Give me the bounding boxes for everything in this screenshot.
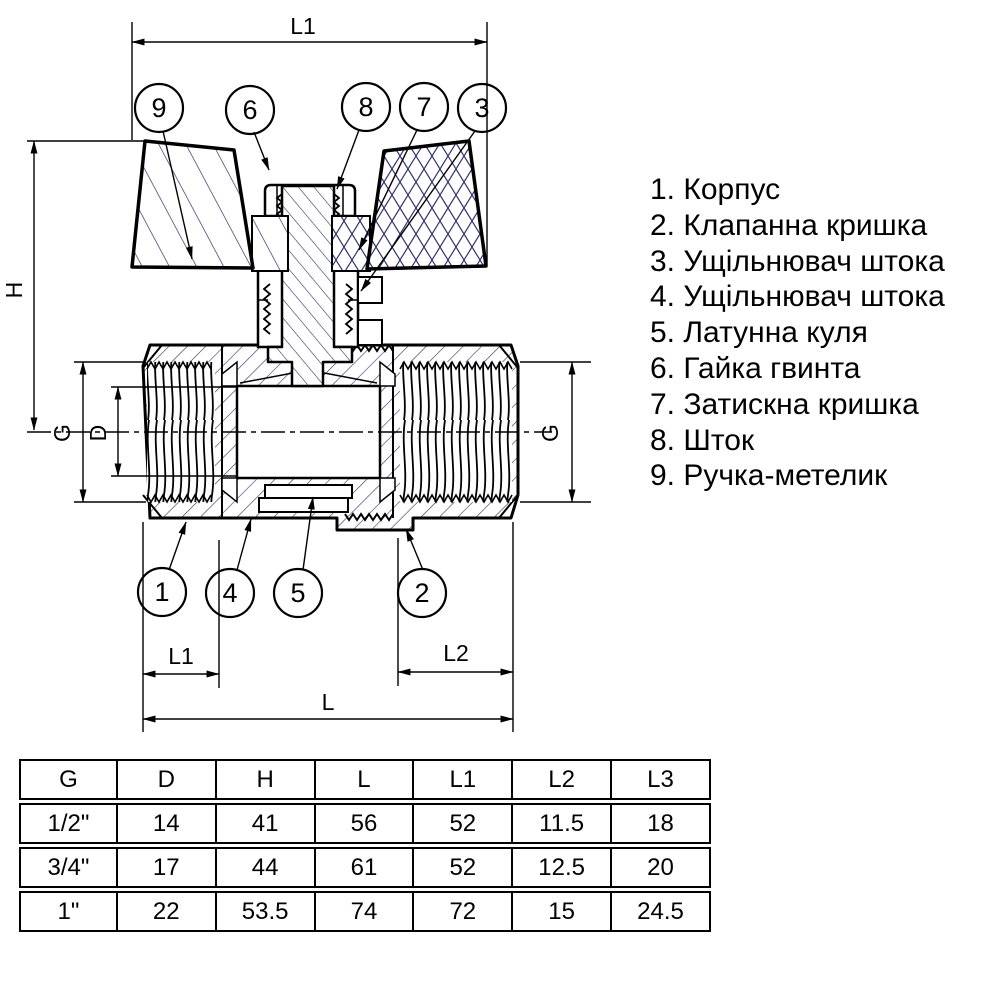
ball-bottom-plug [264, 484, 353, 499]
table-cell: 61 [315, 847, 415, 888]
table-cell: 3/4" [19, 847, 118, 888]
table-cell: 52 [414, 847, 514, 888]
dimension-lines [27, 22, 591, 732]
table-header-cell: H [216, 759, 316, 800]
parts-list-item: 6. Гайка гвинта [650, 351, 861, 385]
table-cell: 15 [513, 891, 613, 932]
parts-list-item: 1. Корпус [650, 173, 781, 206]
dim-label-g-right: G [537, 424, 563, 442]
table-header-row: G D H L L1 L2 L3 [19, 759, 711, 800]
table-cell: 53.5 [216, 891, 316, 932]
table-header-cell: L1 [414, 759, 514, 800]
parts-list-item: 8. Шток [650, 423, 755, 457]
table-row: 1/2" 14 41 56 52 11.5 18 [19, 803, 711, 844]
leader-3 [360, 130, 476, 292]
callout-numbers: 9 6 8 7 3 1 4 5 2 [151, 92, 489, 608]
parts-list-item: 2. Клапанна кришка [650, 208, 928, 242]
table-row: 3/4" 17 44 61 52 12.5 20 [19, 847, 711, 888]
stem-seal-left [262, 283, 272, 335]
callout-1: 1 [154, 577, 169, 607]
table-cell: 12.5 [513, 847, 613, 888]
table-cell: 14 [117, 803, 217, 844]
parts-list-item: 7. Затискна кришка [650, 387, 919, 421]
dim-label-l2: L2 [443, 640, 469, 666]
callout-circle-5 [272, 567, 324, 619]
leader-9 [162, 130, 193, 260]
callout-circle-9 [133, 82, 185, 134]
dim-label-d: D [85, 425, 111, 442]
leader-8 [336, 129, 360, 190]
callout-7: 7 [416, 92, 431, 122]
callout-5: 5 [290, 578, 305, 608]
bonnet-ledge [357, 319, 383, 346]
handle-left-wing [130, 139, 255, 270]
callout-circle-3 [456, 82, 508, 134]
table-cell: 44 [216, 847, 316, 888]
callout-circle-8 [340, 81, 392, 133]
dim-label-h: H [1, 282, 27, 299]
table-cell: 24.5 [612, 891, 711, 932]
leader-lines [162, 129, 476, 571]
dim-label-l: L [322, 689, 335, 715]
table-cell: 18 [612, 803, 711, 844]
leader-7 [358, 129, 418, 251]
table-cell: 20 [612, 847, 711, 888]
table-cell: 1/2" [19, 803, 118, 844]
callout-circle-4 [204, 567, 256, 619]
leader-2 [405, 528, 424, 571]
dim-label-l1-bottom: L1 [168, 643, 194, 669]
callout-circle-7 [398, 81, 450, 133]
leader-5 [302, 496, 315, 571]
dimensions-table: G D H L L1 L2 L3 1/2" 14 41 56 52 11.5 1… [19, 756, 711, 935]
dim-label-top-l1: L1 [290, 13, 316, 39]
table-cell: 22 [117, 891, 217, 932]
table-header-cell: L2 [513, 759, 613, 800]
table-cell: 72 [414, 891, 514, 932]
parts-list-item: 4. Ущільнювач штока [650, 280, 945, 314]
parts-list-item: 3. Ущільнювач штока [650, 244, 945, 278]
callout-9: 9 [151, 93, 166, 123]
leader-4 [236, 518, 252, 571]
callout-2: 2 [414, 578, 429, 608]
table-cell: 1" [19, 891, 118, 932]
table-cell: 41 [216, 803, 316, 844]
leader-6 [253, 131, 270, 171]
callout-circle-1 [136, 566, 188, 618]
cap-thread-bottom [344, 512, 394, 522]
callout-4: 4 [222, 578, 237, 608]
table-cell: 56 [315, 803, 415, 844]
parts-list-item: 9. Ручка-метелик [650, 459, 888, 493]
callout-3: 3 [474, 93, 489, 123]
handle-web-right [331, 215, 371, 272]
callout-6: 6 [242, 95, 257, 125]
handle-web-left [251, 215, 289, 272]
leader-1 [168, 521, 187, 571]
dim-label-g-left: G [49, 424, 75, 442]
table-header-cell: D [117, 759, 217, 800]
callout-circle-6 [224, 84, 276, 136]
parts-list: 1. Корпус 2. Клапанна кришка 3. Ущільнюв… [650, 172, 945, 494]
parts-list-item: 5. Латунна куля [650, 316, 868, 350]
table-cell: 17 [117, 847, 217, 888]
butterfly-handle [130, 139, 488, 272]
callout-8: 8 [358, 92, 373, 122]
table-header-cell: G [19, 759, 118, 800]
table-header-cell: L [315, 759, 415, 800]
dimension-labels: L1 H G D G L1 L2 L [1, 13, 563, 715]
handle-right-wing [365, 139, 488, 271]
table-cell: 11.5 [513, 803, 613, 844]
table-row: 1" 22 53.5 74 72 15 24.5 [19, 891, 711, 932]
table-header-cell: L3 [612, 759, 711, 800]
table-cell: 52 [414, 803, 514, 844]
table-cell: 74 [315, 891, 415, 932]
stem-seal-right [344, 283, 354, 335]
